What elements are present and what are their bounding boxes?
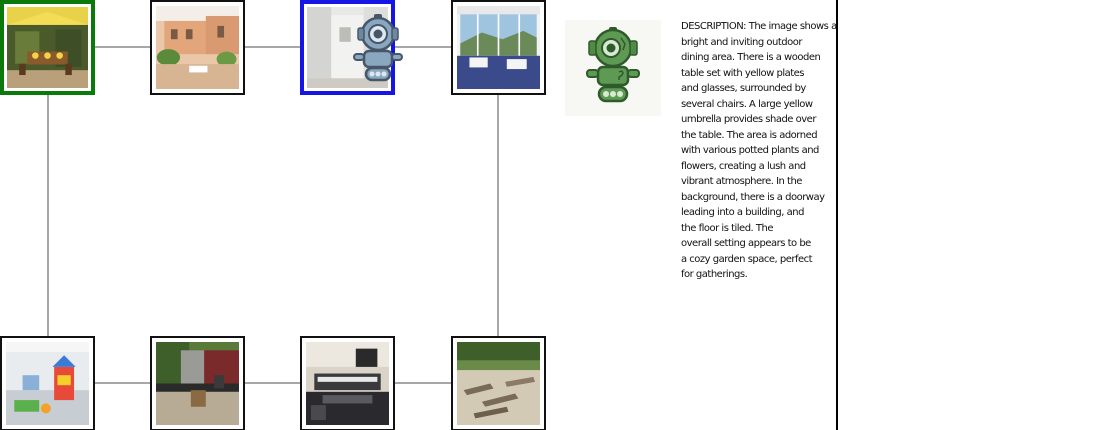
tile-villa-courtyard[interactable] [150,0,245,95]
villa-courtyard-photo [156,6,239,89]
image-description: DESCRIPTION: The image shows a bright an… [681,21,837,280]
tile-garden-dining[interactable] [0,0,95,95]
panel-divider [836,0,838,430]
glass-sunroom-photo [457,6,540,89]
green-robot-icon [586,27,640,103]
tile-lounge-chairs[interactable] [451,336,546,430]
blue-robot-icon [353,14,403,82]
tile-kids-playroom[interactable] [0,336,95,430]
lounge-chairs-photo [457,342,540,425]
music-studio-photo [306,342,389,425]
tile-music-studio[interactable] [300,336,395,430]
backyard-deck-photo [156,342,239,425]
agent-avatar-panel [565,20,661,116]
kids-playroom-photo [6,342,89,425]
garden-dining-photo [7,7,88,88]
tile-backyard-deck[interactable] [150,336,245,430]
tile-glass-sunroom[interactable] [451,0,546,95]
